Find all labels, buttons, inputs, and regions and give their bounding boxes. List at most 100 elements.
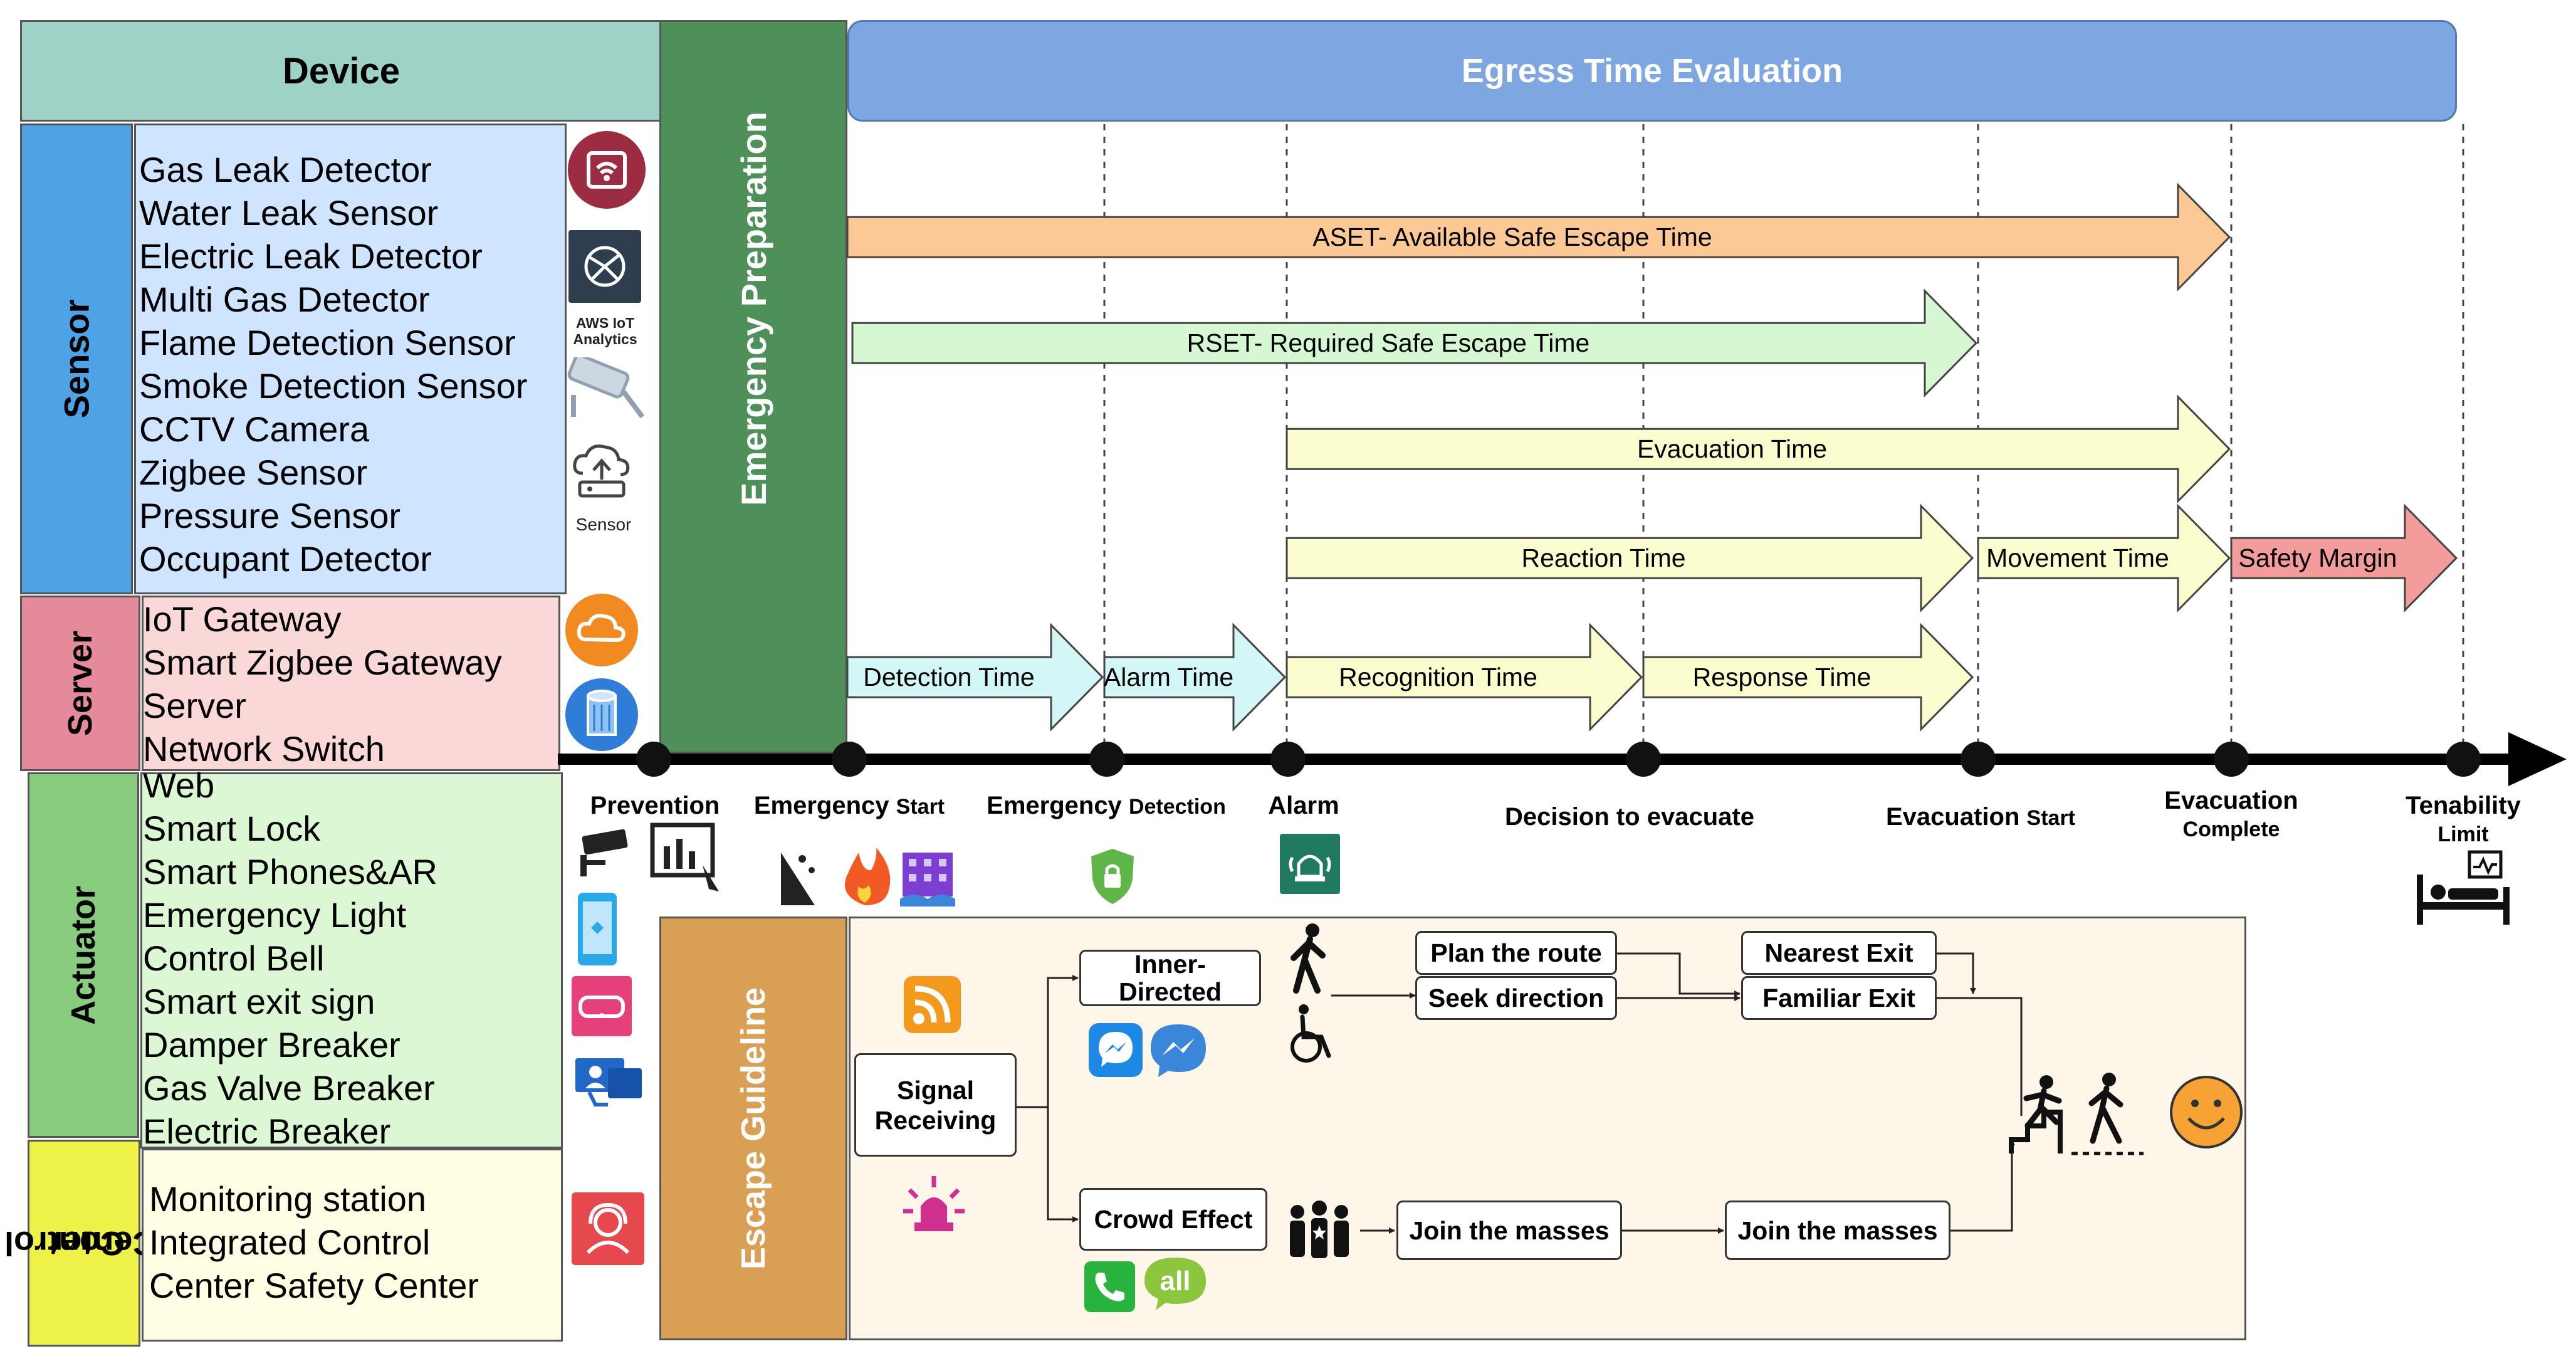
aws-iot-analytics-icon <box>568 230 641 303</box>
egress-bar-arrow <box>1285 623 1643 732</box>
emergency-preparation-box <box>659 20 847 754</box>
control-list: Monitoring station Integrated Control Ce… <box>149 1177 479 1307</box>
list-item: Flame Detection Sensor <box>139 323 516 362</box>
monitor-station-icon <box>575 1058 642 1106</box>
egress-bar-arrow <box>851 288 1978 397</box>
cctv-camera-icon <box>580 829 628 876</box>
cctv-camera-icon <box>567 357 645 419</box>
hospital-bed-icon <box>2417 850 2510 925</box>
egress-bar-label: Recognition Time <box>1339 662 1537 691</box>
list-item: Smart Lock <box>143 809 321 848</box>
inner-directed-box: Inner- Directed <box>1079 950 1261 1006</box>
cloud-server-icon <box>565 594 638 666</box>
list-item: Control Bell <box>143 938 325 978</box>
list-item: Center Safety Center <box>149 1266 479 1305</box>
egress-bar-arrow <box>1642 623 1974 732</box>
egress-bar-label: RSET- Required Safe Escape Time <box>1186 328 1590 357</box>
egress-bar-shape <box>846 182 2231 292</box>
event-decision-to-evacuate: Decision to evacuate <box>1505 803 1754 831</box>
egress-title: Egress Time Evaluation <box>1461 52 1843 90</box>
list-item: Network Switch <box>143 729 385 769</box>
report-icon <box>650 822 719 891</box>
device-title: Device <box>282 50 401 92</box>
egress-bar-shape <box>846 623 1104 732</box>
list-item: Damper Breaker <box>143 1025 401 1064</box>
egress-bar-label: Safety Margin <box>2238 543 2397 572</box>
server-list: IoT Gateway Smart Zigbee Gateway Server … <box>143 597 502 770</box>
control-label-box <box>28 1140 140 1347</box>
list-item: Smoke Detection Sensor <box>139 366 528 406</box>
timeline-axis <box>558 732 2567 786</box>
security-shield-icon <box>1091 849 1134 904</box>
list-item: Smart exit sign <box>143 982 375 1021</box>
list-item: CCTV Camera <box>139 409 370 449</box>
list-item: Emergency Light <box>143 895 407 935</box>
egress-header: Egress Time Evaluation <box>847 20 2457 122</box>
server-list-box <box>142 596 560 771</box>
list-item: Multi Gas Detector <box>139 280 430 319</box>
list-item: Smart Phones&AR <box>143 852 437 891</box>
chat-badge-text: all <box>1160 1266 1191 1296</box>
egress-bar-label: Response Time <box>1692 662 1872 691</box>
plan-route-box: Plan the route <box>1415 931 1617 975</box>
egress-bar-arrow <box>1285 503 1974 612</box>
actuator-list: Web Smart Lock Smart Phones&AR Emergency… <box>143 764 437 1153</box>
list-item: Electric Leak Detector <box>139 236 483 276</box>
list-item: Water Leak Sensor <box>139 193 439 233</box>
event-emergency-detection: Emergency Detection <box>987 792 1226 819</box>
list-item: Monitoring station <box>149 1179 427 1219</box>
egress-bar-arrow <box>2230 503 2458 612</box>
egress-bar-shape <box>1285 503 1974 612</box>
list-item: Gas Valve Breaker <box>143 1068 435 1108</box>
smartphone-icon <box>578 893 617 965</box>
event-tenability-limit: Tenability Limit <box>2406 792 2521 846</box>
escape-guideline-label-box <box>659 917 847 1340</box>
chat-bubble-icon: all <box>1144 1258 1206 1310</box>
egress-bar-label: Movement Time <box>1986 543 2169 572</box>
device-header: Device <box>20 20 662 122</box>
egress-bar-shape <box>1285 394 2231 503</box>
familiar-exit-box: Familiar Exit <box>1741 976 1937 1020</box>
seek-direction-box: Seek direction <box>1415 976 1617 1020</box>
egress-bar-shape <box>1977 503 2231 612</box>
list-item: Gas Leak Detector <box>139 150 432 189</box>
list-item: Server <box>143 686 246 725</box>
sensor-icon-label: Sensor <box>575 515 632 534</box>
sensor-label-box <box>20 123 133 594</box>
egress-bar-arrow <box>1103 623 1287 732</box>
messenger-bubble-icon <box>1151 1024 1206 1077</box>
list-item: Zigbee Sensor <box>139 453 368 492</box>
sensor-list-box <box>134 123 567 594</box>
smiley-face-icon <box>2170 1076 2243 1148</box>
egress-bar-shape <box>1103 623 1287 732</box>
wheelchair-icon <box>1291 1004 1331 1063</box>
messenger-icon <box>1089 1023 1143 1077</box>
alarm-icon <box>1280 834 1340 894</box>
list-item: Occupant Detector <box>139 539 432 579</box>
egress-bar-arrow <box>1285 394 2231 503</box>
signal-receiving-box: Signal Receiving <box>854 1053 1017 1157</box>
wifi-router-icon <box>568 131 646 209</box>
server-label-box <box>20 596 140 771</box>
walking-person-icon <box>1291 923 1326 994</box>
phone-call-icon <box>1084 1261 1135 1312</box>
support-agent-icon <box>572 1192 644 1265</box>
nearest-exit-box: Nearest Exit <box>1741 931 1937 975</box>
list-item: Pressure Sensor <box>139 496 401 535</box>
control-list-box <box>142 1148 563 1342</box>
emergency-exit-icon <box>2009 1073 2144 1155</box>
aws-iot-label: AWS IoT Analytics <box>573 315 637 347</box>
list-item: Integrated Control <box>149 1222 431 1262</box>
network-switch-icon <box>565 678 638 751</box>
join-masses-box-1: Join the masses <box>1396 1201 1622 1260</box>
hazard-icons <box>781 848 955 906</box>
event-evacuation-start: Evacuation Start <box>1886 803 2075 831</box>
list-item: Electric Breaker <box>143 1111 391 1151</box>
event-evacuation-complete: Evacuation Complete <box>2164 787 2298 841</box>
list-item: IoT Gateway <box>143 599 342 639</box>
egress-bar-arrow <box>846 182 2231 292</box>
event-alarm: Alarm <box>1268 792 1339 819</box>
egress-bar-label: Alarm Time <box>1103 662 1234 691</box>
egress-bar-label: Reaction Time <box>1521 543 1686 572</box>
